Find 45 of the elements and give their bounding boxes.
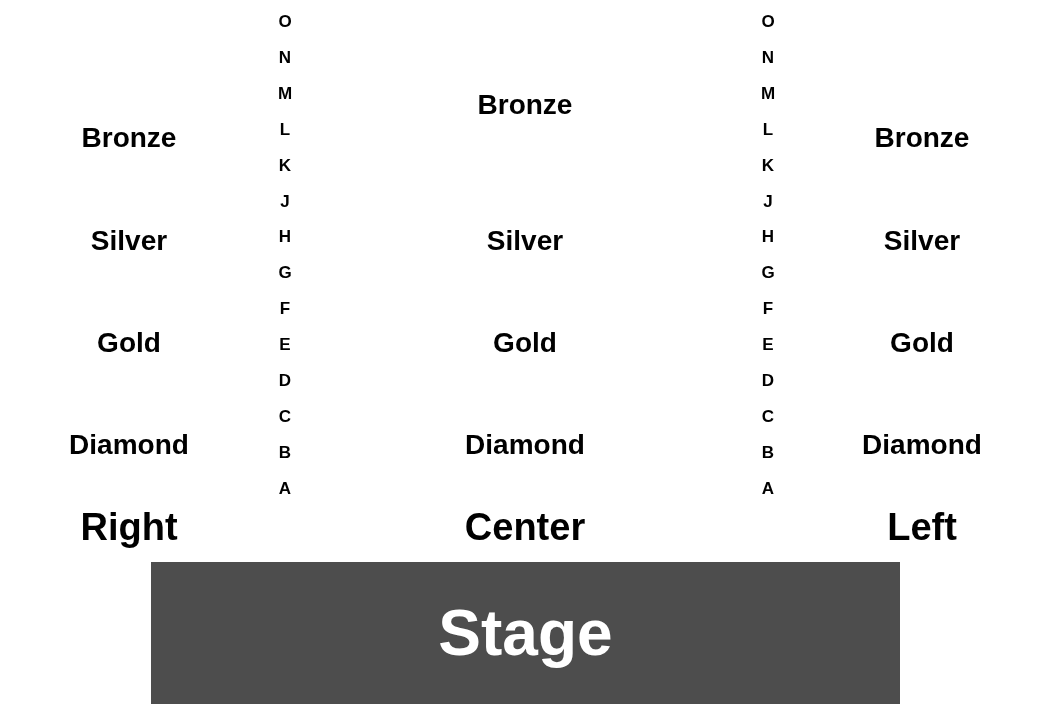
row-letter: J <box>280 192 290 209</box>
row-letter: G <box>761 263 775 281</box>
stage-block <box>151 562 900 704</box>
row-letter: A <box>278 479 292 497</box>
row-letter: O <box>761 12 775 30</box>
tier-label: Silver <box>883 227 961 255</box>
section-label: Left <box>887 508 957 546</box>
row-letter: F <box>279 299 291 317</box>
tier-label: Gold <box>493 329 557 357</box>
row-letter: N <box>761 48 775 66</box>
row-letter: E <box>762 335 774 353</box>
tier-label: Diamond <box>465 431 585 459</box>
row-letter: J <box>763 192 773 209</box>
tier-label: Bronze <box>477 91 573 119</box>
row-letter: K <box>278 156 292 174</box>
row-letter: L <box>762 120 774 138</box>
row-letter: D <box>278 371 292 389</box>
section-label: Right <box>80 508 178 546</box>
tier-label: Bronze <box>81 124 177 152</box>
row-letter: N <box>278 48 292 66</box>
row-letter: L <box>279 120 291 138</box>
row-letter: E <box>279 335 291 353</box>
row-letter: A <box>761 479 775 497</box>
tier-label: Diamond <box>862 431 982 459</box>
stage-label: Stage <box>438 596 613 670</box>
tier-label: Bronze <box>874 124 970 152</box>
tier-label: Silver <box>90 227 168 255</box>
tier-label: Gold <box>97 329 161 357</box>
row-letter: C <box>278 407 292 425</box>
row-letter: M <box>277 84 293 102</box>
row-letter: O <box>278 12 292 30</box>
tier-label: Diamond <box>69 431 189 459</box>
row-letter: H <box>278 227 292 245</box>
row-letter: M <box>760 84 776 102</box>
tier-label: Silver <box>486 227 564 255</box>
row-letter: K <box>761 156 775 174</box>
section-label: Center <box>464 508 586 546</box>
row-letter: C <box>761 407 775 425</box>
row-letter: B <box>278 443 292 461</box>
row-letter: F <box>762 299 774 317</box>
row-letter: H <box>761 227 775 245</box>
row-letter: G <box>278 263 292 281</box>
row-letter: B <box>761 443 775 461</box>
tier-label: Gold <box>890 329 954 357</box>
row-letter: D <box>761 371 775 389</box>
